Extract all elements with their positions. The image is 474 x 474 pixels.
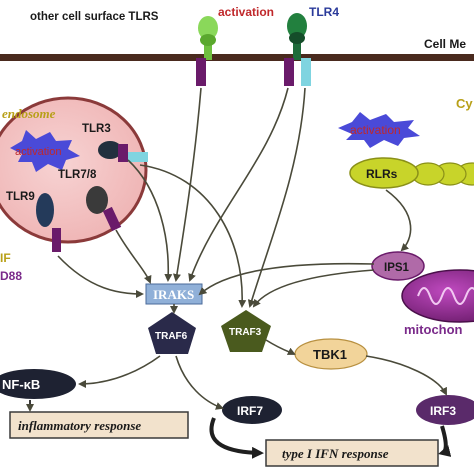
mitochondria-label: mitochon [404,322,463,337]
tlr9-receptor [36,193,61,252]
rlrs-receptor [349,157,474,189]
inflammatory-response-box [9,411,189,439]
signaling-arrows [26,87,452,459]
other-tlrs-label: other cell surface TLRS [30,11,159,23]
tlr3-label: TLR3 [82,123,111,135]
trif-fragment-label: IF [0,251,11,265]
traf3-label: TRAF3 [229,327,262,338]
ifn-response-box [265,439,439,467]
irf3-label: IRF3 [430,404,456,418]
ips1-node [371,251,425,281]
endosome-activation-star [10,130,80,172]
activation-label-top: activation [218,5,274,19]
ips1-label: IPS1 [384,262,410,274]
cell-membrane [0,54,474,61]
iraks-label: IRAKS [153,287,194,302]
tlr4-receptor [284,13,311,86]
cytoplasm-fragment-label: Cy [456,96,473,111]
ifn-response-label: type I IFN response [282,446,389,461]
myd88-fragment-label: D88 [0,269,22,283]
cell-membrane-label: Cell Me [424,37,466,51]
traf3-node [221,310,271,352]
inflammatory-response-label: inflammatory response [18,418,141,433]
endosome: endosome activation TLR3 TLR7/8 TLR9 [0,96,148,252]
traf6-node [148,312,196,354]
nfkb-label: NF-κB [2,377,40,392]
tbk1-label: TBK1 [313,347,347,362]
rlr-activation-star [338,112,420,148]
surface-tlr-receptor [196,16,218,86]
rlr-activation-label: activation [350,123,401,137]
irf7-node [222,396,282,424]
tlr4-label: TLR4 [309,5,339,19]
traf6-label: TRAF6 [155,331,188,342]
tlr9-label: TLR9 [6,191,35,203]
irf3-node [416,395,474,425]
endosome-activation-label: activation [15,146,61,158]
tlr78-receptor [86,186,122,232]
nfkb-node [0,369,76,399]
mitochondria [401,269,474,323]
endosome-title: endosome [2,106,56,121]
tlr78-label: TLR7/8 [58,169,97,181]
irf7-label: IRF7 [237,404,263,418]
tlr3-receptor [98,141,148,162]
rlrs-label: RLRs [366,167,398,181]
